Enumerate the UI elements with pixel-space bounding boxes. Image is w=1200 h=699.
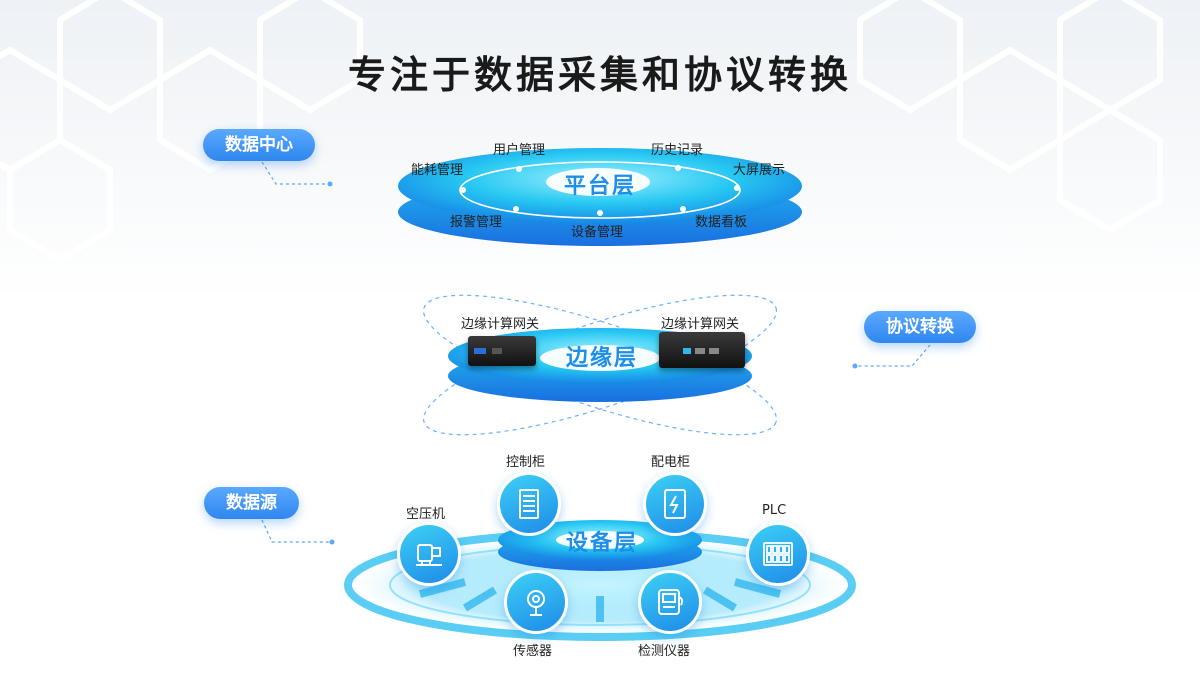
platform-item-bigscreen: 大屏展示: [733, 163, 786, 178]
platform-layer-label: 平台层: [564, 174, 637, 199]
device-label-plc: PLC: [762, 503, 787, 518]
gateway-left-label: 边缘计算网关: [461, 317, 540, 332]
sensor-icon: [504, 570, 568, 634]
platform-item-energy: 能耗管理: [411, 163, 464, 178]
plc-icon: [746, 522, 810, 586]
instrument-icon: [638, 570, 702, 634]
tag-data-source: 数据源: [204, 487, 299, 519]
platform-item-users: 用户管理: [493, 143, 546, 158]
device-label-instrument: 检测仪器: [638, 644, 691, 659]
device-layer-disc: [344, 520, 856, 641]
page-title: 专注于数据采集和协议转换: [347, 53, 852, 97]
gateway-right-device: [659, 332, 745, 368]
air-compressor-icon: [397, 522, 461, 586]
gateway-left-device: [468, 336, 536, 366]
platform-layer-disc: [398, 148, 802, 246]
gateway-right-label: 边缘计算网关: [661, 317, 740, 332]
platform-item-history: 历史记录: [651, 143, 704, 158]
tag-data-center: 数据中心: [203, 129, 315, 161]
device-label-compressor: 空压机: [406, 507, 446, 522]
platform-item-dashboard: 数据看板: [695, 215, 748, 230]
device-label-distribution-cabinet: 配电柜: [651, 455, 691, 470]
data-beams: [580, 245, 615, 532]
distribution-cabinet-icon: [643, 472, 707, 536]
tag-protocol-conversion: 协议转换: [864, 311, 976, 343]
device-label-control-cabinet: 控制柜: [506, 455, 546, 470]
platform-item-devices: 设备管理: [571, 225, 624, 240]
device-label-sensor: 传感器: [513, 644, 553, 659]
platform-item-alarm: 报警管理: [450, 215, 503, 230]
control-cabinet-icon: [497, 472, 561, 536]
tag-connectors: [261, 161, 931, 545]
edge-layer-label: 边缘层: [566, 346, 639, 371]
device-layer-label: 设备层: [566, 531, 639, 556]
